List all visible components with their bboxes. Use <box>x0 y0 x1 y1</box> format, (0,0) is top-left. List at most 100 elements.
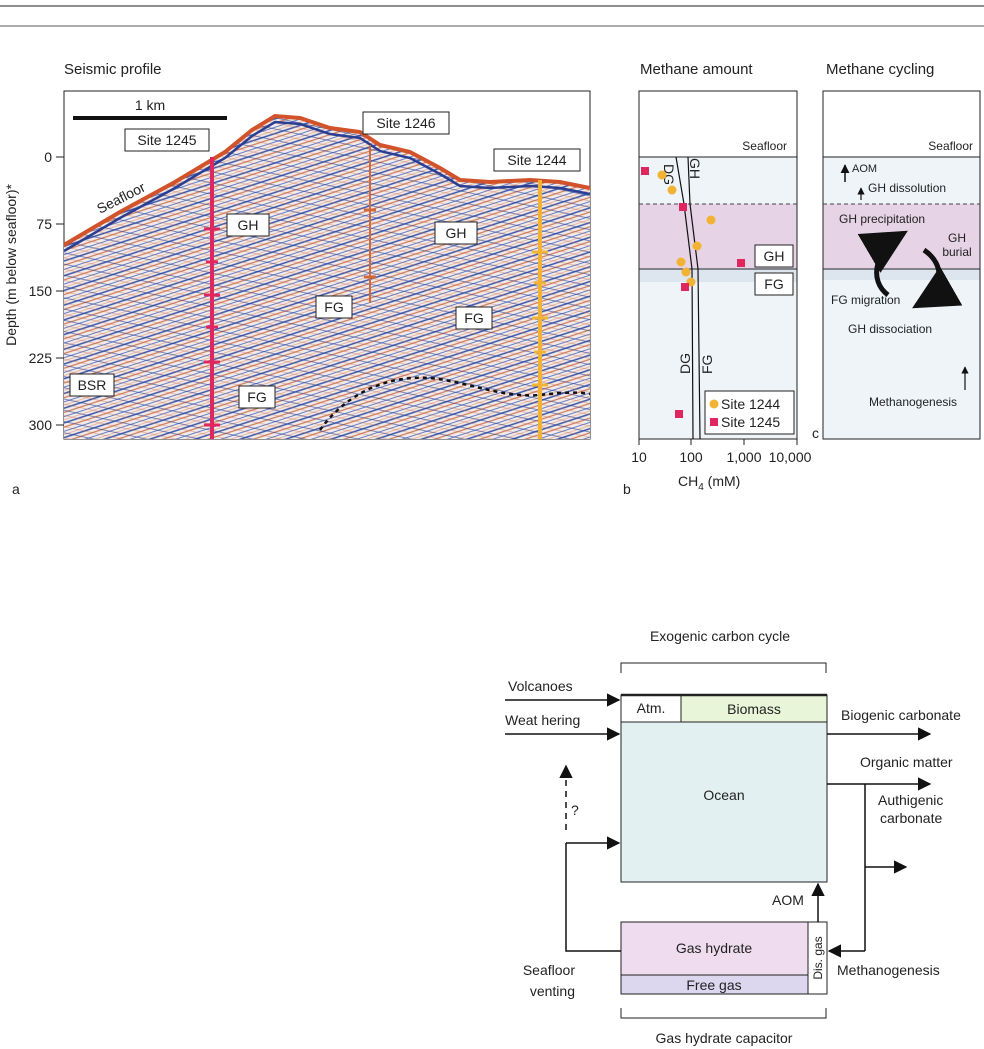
panel-b-gh-box: GH <box>754 244 794 268</box>
ocean-box <box>620 721 828 883</box>
y-tick-75: 75 <box>36 216 52 232</box>
panel-b-legend: Site 1244 Site 1245 <box>704 390 795 435</box>
point-1244 <box>667 185 677 195</box>
fg-migration-label: FG migration <box>831 293 900 307</box>
seafloor-reflector <box>64 113 590 247</box>
panel-a-title: Seismic profile <box>64 61 162 78</box>
svg-text:100: 100 <box>679 449 703 465</box>
point-1245 <box>679 203 687 211</box>
point-1245 <box>641 167 649 175</box>
svg-text:1,000: 1,000 <box>726 449 761 465</box>
svg-text:GH: GH <box>446 225 467 241</box>
venting-line <box>565 843 621 952</box>
scale-bar-label: 1 km <box>135 97 165 113</box>
point-1244 <box>692 241 702 251</box>
panel-c-methane-cycling: Methane cycling Seafloor AOM GH dissolut… <box>812 61 981 441</box>
svg-text:10,000: 10,000 <box>769 449 812 465</box>
capacitor-bracket <box>620 1008 827 1019</box>
panel-b-title: Methane amount <box>640 61 753 78</box>
biogenic-carbonate-label: Biogenic carbonate <box>841 707 961 723</box>
point-1244 <box>706 215 716 225</box>
site-1245-label: Site 1245 <box>124 128 210 152</box>
atm-label: Atm. <box>637 700 666 716</box>
dg-label-top: DG <box>661 164 677 185</box>
organic-matter-label: Organic matter <box>860 754 953 770</box>
site-1246-label: Site 1246 <box>362 111 450 135</box>
gh-precipitation-label: GH precipitation <box>839 212 925 226</box>
svg-text:Site 1246: Site 1246 <box>376 115 435 131</box>
panel-a-seismic-profile: Seismic profile 1 km Depth (m below seaf… <box>3 61 591 497</box>
authigenic-label: Authigenic <box>878 792 943 808</box>
point-1244 <box>676 257 686 267</box>
legend-site-1245: Site 1245 <box>721 414 780 430</box>
site-1246-line <box>364 145 376 303</box>
svg-text:BSR: BSR <box>78 377 107 393</box>
svg-text:FG: FG <box>464 310 483 326</box>
panel-b-methane-amount: Methane amount Seafloor DG GH DG FG GH F… <box>623 61 812 497</box>
y-tick-150: 150 <box>29 283 53 299</box>
gh-fg-curve <box>687 156 701 440</box>
svg-text:FG: FG <box>764 276 783 292</box>
venting-label-d: venting <box>530 983 575 999</box>
free-gas-label: Free gas <box>686 977 741 993</box>
panel-c-title: Methane cycling <box>826 61 934 78</box>
aom-label: AOM <box>852 163 877 175</box>
cycle-arrow-up <box>857 230 908 297</box>
gh-burial-label: burial <box>942 245 971 259</box>
panel-b-seafloor-label: Seafloor <box>742 139 787 153</box>
svg-text:Site 1245: Site 1245 <box>137 132 196 148</box>
y-axis-ticks: 0 75 150 225 300 <box>29 149 64 433</box>
fg-label-bottom: FG <box>699 355 715 374</box>
exogenic-bracket <box>620 662 827 673</box>
panel-a-letter: a <box>12 481 20 497</box>
weathering-label: Weat hering <box>505 712 580 728</box>
fg-label-2: FG <box>455 306 493 330</box>
methanogenesis-label-d: Methanogenesis <box>837 962 940 978</box>
panel-c-seafloor-label: Seafloor <box>928 139 973 153</box>
gas-hydrate-label: Gas hydrate <box>676 940 752 956</box>
point-1245 <box>675 410 683 418</box>
biomass-label: Biomass <box>727 701 781 717</box>
exogenic-title: Exogenic carbon cycle <box>650 628 790 644</box>
authigenic-carbonate-label: carbonate <box>880 810 942 826</box>
gh-label-2: GH <box>434 221 478 245</box>
svg-text:GH: GH <box>238 217 259 233</box>
bsr-dashed-line <box>318 376 590 431</box>
gh-dissolution-label: GH dissolution <box>868 181 946 195</box>
panel-d-carbon-cycle: Exogenic carbon cycle Atm. Biomass Ocean… <box>505 628 961 1046</box>
panel-b-x-axis-label: CH4 (mM) <box>678 473 740 493</box>
gh-label-top: GH <box>687 158 703 179</box>
svg-text:FG: FG <box>247 389 266 405</box>
svg-text:FG: FG <box>324 299 343 315</box>
y-tick-225: 225 <box>29 350 53 366</box>
gh-dissociation-label: GH dissociation <box>848 322 932 336</box>
question-mark: ? <box>571 802 579 818</box>
methanogenesis-label-c: Methanogenesis <box>869 395 957 409</box>
legend-site-1244: Site 1244 <box>721 396 780 412</box>
panel-c-letter: c <box>812 425 819 441</box>
site-1244-line <box>532 180 548 439</box>
point-1245 <box>737 259 745 267</box>
dg-label-bottom: DG <box>677 353 693 374</box>
svg-text:Site 1244: Site 1244 <box>507 152 566 168</box>
volcanoes-label: Volcanoes <box>508 678 573 694</box>
y-axis-label: Depth (m below seafloor)* <box>3 184 19 346</box>
seafloor-label-d: Seafloor <box>523 962 575 978</box>
seismic-image <box>64 113 590 439</box>
svg-text:GH: GH <box>948 231 966 245</box>
gas-hydrate-box <box>620 921 809 976</box>
dis-gas-label: Dis. gas <box>811 936 825 979</box>
panel-b-x-ticks: 10 100 1,000 10,000 <box>631 439 812 465</box>
site-1244-label: Site 1244 <box>493 148 581 172</box>
point-1245 <box>681 283 689 291</box>
gh-label-1: GH <box>226 213 270 237</box>
point-1244 <box>681 267 691 277</box>
fg-label-3: FG <box>238 385 276 409</box>
dg-curve <box>675 156 694 440</box>
svg-text:GH: GH <box>764 248 785 264</box>
panel-b-fg-box: FG <box>754 272 794 296</box>
aom-label-d: AOM <box>772 892 804 908</box>
bsr-label: BSR <box>69 373 115 397</box>
site-1245-line <box>204 157 220 439</box>
